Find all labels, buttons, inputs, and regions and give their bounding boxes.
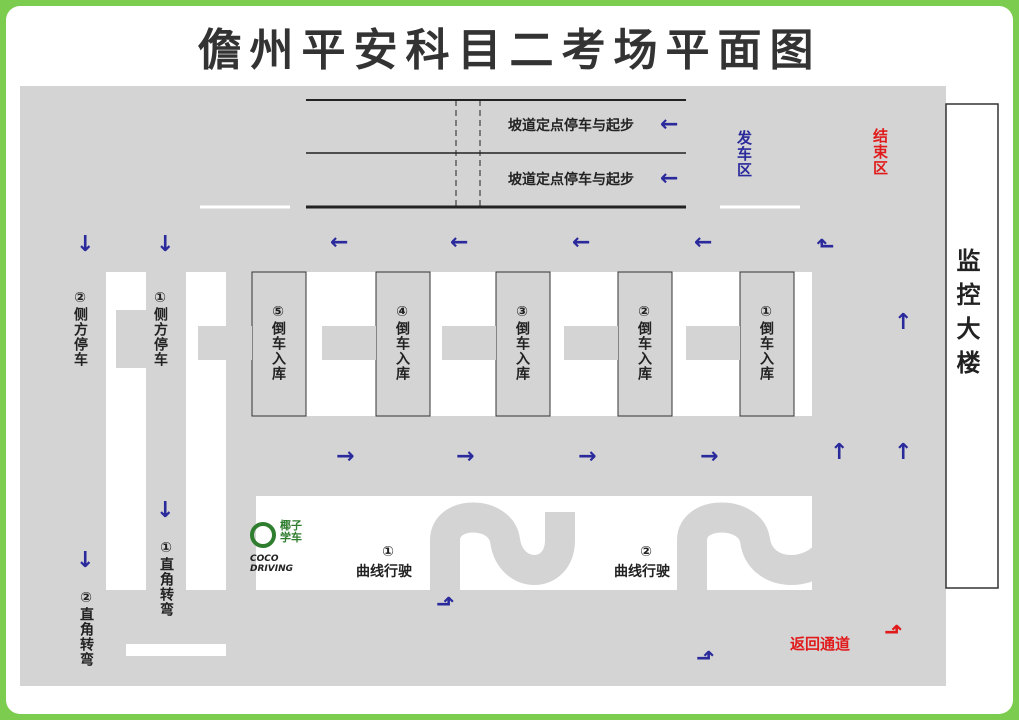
turn-up-right-icon: ⬏ [696,646,715,671]
reverse-2-label: ②倒车入库 [636,304,652,381]
side-park-2-lane [66,272,106,590]
turn-up-left-icon: ⬑ [816,234,835,259]
arrow-right-icon: → [456,444,475,469]
coconut-icon [250,522,276,548]
logo-name: 椰子学车 [280,519,302,544]
reverse-3-label: ③倒车入库 [514,304,530,381]
arrow-down-icon: ↓ [76,232,95,257]
logo: 椰子学车 COCO DRIVING [250,519,320,574]
curve-1-label: 曲线行驶 [356,564,412,580]
arrow-left-icon: ← [660,112,679,137]
right-angle-2-label: ②直角转弯 [78,590,94,667]
middle-lane [226,416,860,496]
side-parking-2-label: ②侧方停车 [72,290,88,367]
arrow-right-icon: → [578,444,597,469]
curve-1-num: ① [382,544,394,560]
monitor-building [945,103,999,589]
slope-label-2: 坡道定点停车与起步 [508,172,634,188]
arrow-right-icon: → [700,444,719,469]
slope-area [306,86,686,210]
arrow-left-icon: ← [572,230,591,255]
arrow-left-icon: ← [450,230,469,255]
road-left-outer [20,86,66,686]
curve-2-num: ② [640,544,652,560]
arrow-left-icon: ← [660,166,679,191]
arrow-left-icon: ← [330,230,349,255]
road-right [860,86,946,686]
return-lane-label: 返回通道 [790,635,851,653]
arrow-down-icon: ↓ [156,232,175,257]
reverse-1-label: ①倒车入库 [758,304,774,381]
side-parking-1-label: ①侧方停车 [152,290,168,367]
arrow-down-icon: ↓ [156,498,175,523]
turn-up-right-icon: ⬏ [436,592,455,617]
arrow-up-icon: ↑ [894,440,913,465]
side-park-1-lane [146,272,186,632]
start-area-label: 发车区 [735,130,753,178]
end-area-label: 结束区 [871,128,889,176]
right-angle-1-label: ①直角转弯 [158,540,174,617]
turn-up-right-icon: ⬏ [884,620,903,645]
curve-roads [430,502,850,590]
curve-2-label: 曲线行驶 [614,564,670,580]
reverse-parking-bays [198,271,795,417]
arrow-down-icon: ↓ [76,548,95,573]
arrow-up-icon: ↑ [894,310,913,335]
reverse-4-label: ④倒车入库 [394,304,410,381]
reverse-5-label: ⑤倒车入库 [270,304,286,381]
logo-subtitle: COCO DRIVING [250,554,293,574]
map-title: 儋州平安科目二考场平面图 [197,25,822,76]
arrow-up-icon: ↑ [830,440,849,465]
arrow-right-icon: → [336,444,355,469]
arrow-left-icon: ← [694,230,713,255]
slope-label-1: 坡道定点停车与起步 [508,118,634,134]
building-label: 监控大楼 [952,248,980,384]
